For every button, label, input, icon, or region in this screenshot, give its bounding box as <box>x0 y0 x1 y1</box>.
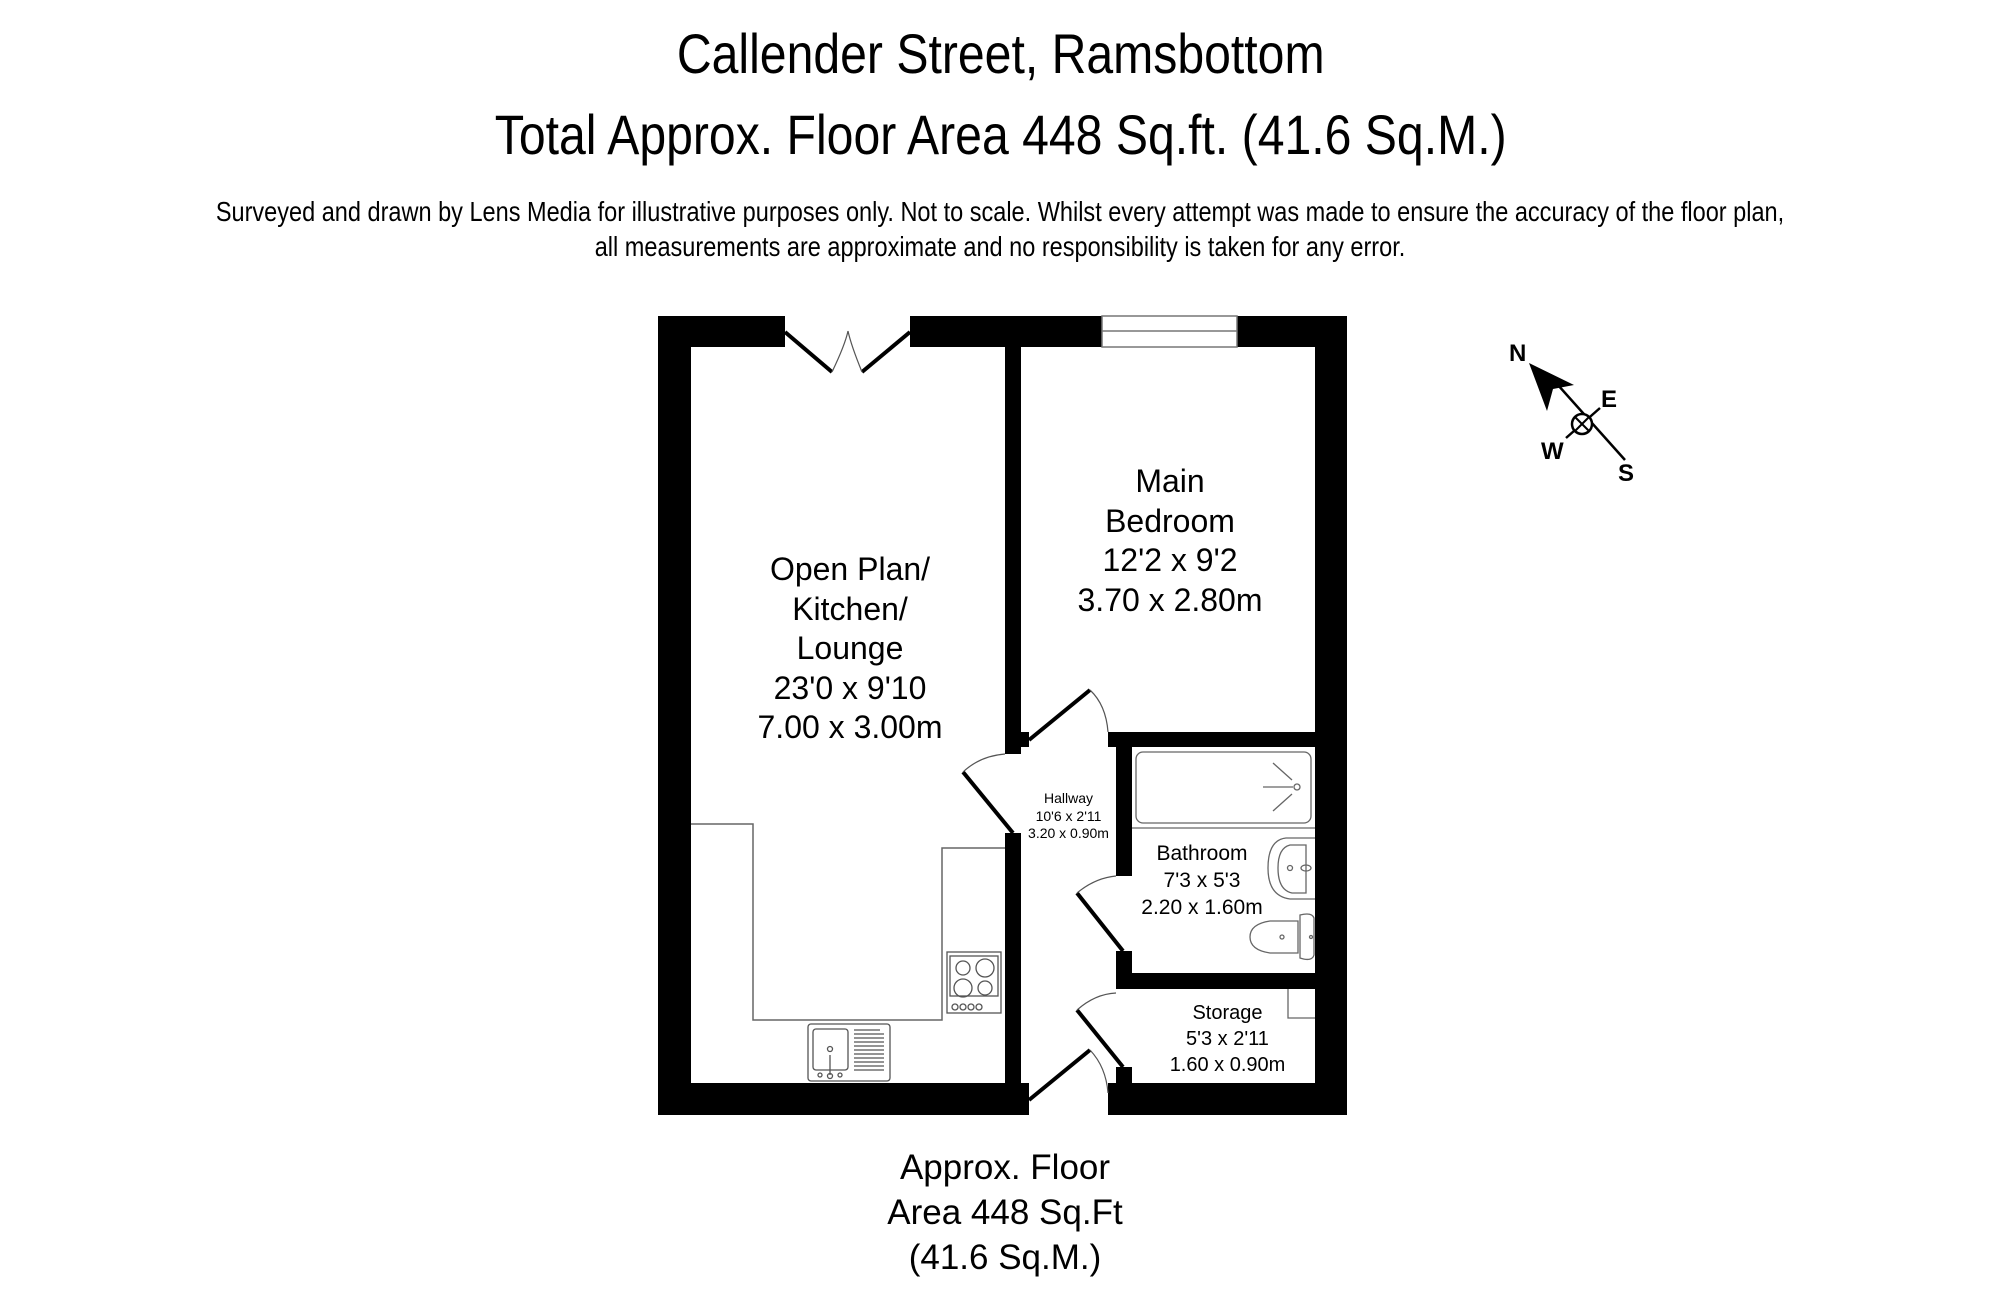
room-label-lounge: Open Plan/ Kitchen/ Lounge 23'0 x 9'10 7… <box>700 550 1000 748</box>
room-label-hallway: Hallway 10'6 x 2'11 3.20 x 0.90m <box>1021 790 1116 843</box>
lounge-door <box>961 753 1015 835</box>
bath-icon <box>1132 751 1315 829</box>
room-name: Bedroom <box>1105 502 1235 539</box>
room-name: Open Plan/ <box>769 551 931 587</box>
floor-area-line: (41.6 Sq.M.) <box>908 1238 1102 1277</box>
floor-area-line: Approx. Floor <box>899 1148 1111 1187</box>
room-label-bathroom: Bathroom 7'3 x 5'3 2.20 x 1.60m <box>1132 840 1272 921</box>
room-label-storage: Storage 5'3 x 2'11 1.60 x 0.90m <box>1140 1000 1315 1078</box>
room-size-imperial: 7'3 x 5'3 <box>1163 869 1241 892</box>
wall-partition-upper <box>1005 347 1021 754</box>
compass-north: N <box>1509 340 1527 367</box>
total-floor-area: Total Approx. Floor Area 448 Sq.ft. (41.… <box>494 103 1507 166</box>
room-size-metric: 2.20 x 1.60m <box>1141 896 1263 919</box>
compass-east: E <box>1601 386 1618 413</box>
wall-partition-lower <box>1005 833 1021 1083</box>
wall-bathroom-storage <box>1116 973 1315 989</box>
floor-area-summary: Approx. Floor Area 448 Sq.Ft (41.6 Sq.M.… <box>820 1145 1190 1280</box>
sink-icon <box>807 1023 891 1082</box>
room-size-imperial: 10'6 x 2'11 <box>1035 807 1102 824</box>
window <box>1101 315 1238 348</box>
disclaimer-line-1: Surveyed and drawn by Lens Media for ill… <box>215 196 1785 227</box>
wall-bottom-left <box>658 1083 1029 1115</box>
wall-storage-pillar <box>1116 1067 1132 1083</box>
wall-left <box>658 316 691 1115</box>
disclaimer-line-2: all measurements are approximate and no … <box>594 231 1406 262</box>
room-size-metric: 7.00 x 3.00m <box>757 709 943 745</box>
room-name: Bathroom <box>1156 842 1248 865</box>
room-name: Kitchen/ <box>792 590 908 627</box>
room-size-metric: 3.20 x 0.90m <box>1028 825 1109 841</box>
room-size-imperial: 12'2 x 9'2 <box>1102 542 1238 578</box>
room-size-metric: 1.60 x 0.90m <box>1169 1054 1286 1076</box>
french-doors <box>783 330 912 374</box>
floor-area-line: Area 448 Sq.Ft <box>887 1193 1123 1232</box>
wall-bottom-right <box>1108 1083 1347 1115</box>
storage-door <box>1075 992 1125 1069</box>
bedroom-door <box>1027 688 1109 742</box>
compass-west: W <box>1541 438 1564 465</box>
walls <box>658 316 1347 1115</box>
wall-bathroom-top <box>1108 732 1315 747</box>
wall-stub <box>1021 732 1029 747</box>
room-name: Hallway <box>1043 790 1093 806</box>
room-label-bedroom: Main Bedroom 12'2 x 9'2 3.70 x 2.80m <box>1025 462 1315 620</box>
room-name: Lounge <box>796 630 904 666</box>
disclaimer: Surveyed and drawn by Lens Media for ill… <box>160 194 1840 264</box>
wall-right <box>1315 316 1347 1115</box>
bathroom-door <box>1075 875 1125 953</box>
hob-icon <box>946 951 1002 1014</box>
basin-icon <box>1267 837 1315 900</box>
wall-bathroom-left <box>1116 732 1132 876</box>
room-size-imperial: 23'0 x 9'10 <box>773 669 927 706</box>
wall-top-middle <box>910 316 1102 347</box>
room-name: Main <box>1135 463 1205 499</box>
compass-south: S <box>1618 460 1635 487</box>
room-size-metric: 3.70 x 2.80m <box>1077 581 1263 618</box>
room-name: Storage <box>1192 1002 1263 1024</box>
kitchen-counters <box>691 823 1005 1021</box>
compass-icon <box>1529 363 1626 461</box>
room-size-imperial: 5'3 x 2'11 <box>1186 1028 1269 1050</box>
toilet-icon <box>1249 913 1315 961</box>
plan-title: Callender Street, Ramsbottom <box>676 22 1325 85</box>
entrance-door <box>1027 1048 1109 1102</box>
storage-cupboard <box>1287 989 1315 1019</box>
